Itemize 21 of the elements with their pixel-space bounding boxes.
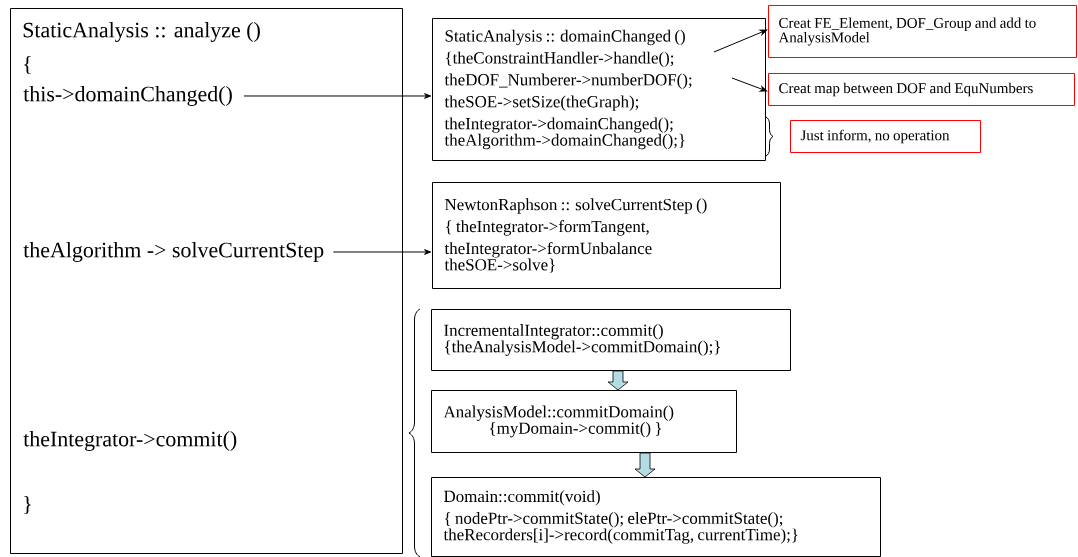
code-box: IncrementalIntegrator::commit() {theAnalysisModel->commitDomain();} xyxy=(431,309,791,371)
arrow xyxy=(243,93,432,99)
code-box: Domain::commit(void) { nodePtr->commitState(); elePtr->commitState(); theRecorders[i]->record(commitTag, currentTime);} xyxy=(431,477,881,557)
code-line: this->domainChanged() xyxy=(23,86,232,106)
arrow xyxy=(731,77,768,92)
code-brace: } xyxy=(24,495,31,515)
code-line: theAlgorithm -> solveCurrentStep xyxy=(23,242,324,262)
function-box xyxy=(10,8,403,554)
block-arrow xyxy=(634,452,656,478)
code-box: StaticAnalysis :: domainChanged () {theConstraintHandler->handle(); theDOF_Numberer->numberDOF(); theSOE->setSize(theGraph); theIntegrator->domainChanged(); theAlgorithm->domainChanged();} xyxy=(432,18,766,161)
function-heading: StaticAnalysis :: analyze () xyxy=(23,22,260,42)
note-box: Creat map between DOF and EquNumbers xyxy=(768,73,1075,106)
code-line: theIntegrator->commit() xyxy=(23,431,237,451)
note-box: Creat FE_Element, DOF_Group and add to AnalysisModel xyxy=(768,5,1077,58)
code-brace: { xyxy=(24,55,31,75)
arrow xyxy=(713,29,768,53)
block-arrow xyxy=(607,370,629,391)
code-box: NewtonRaphson :: solveCurrentStep () { theIntegrator->formTangent, theIntegrator->formUnbalance theSOE->solve} xyxy=(432,182,781,289)
arrow xyxy=(332,249,432,255)
code-box: AnalysisModel::commitDomain() {myDomain->commit() } xyxy=(431,390,737,453)
note-box: Just inform, no operation xyxy=(790,120,981,153)
